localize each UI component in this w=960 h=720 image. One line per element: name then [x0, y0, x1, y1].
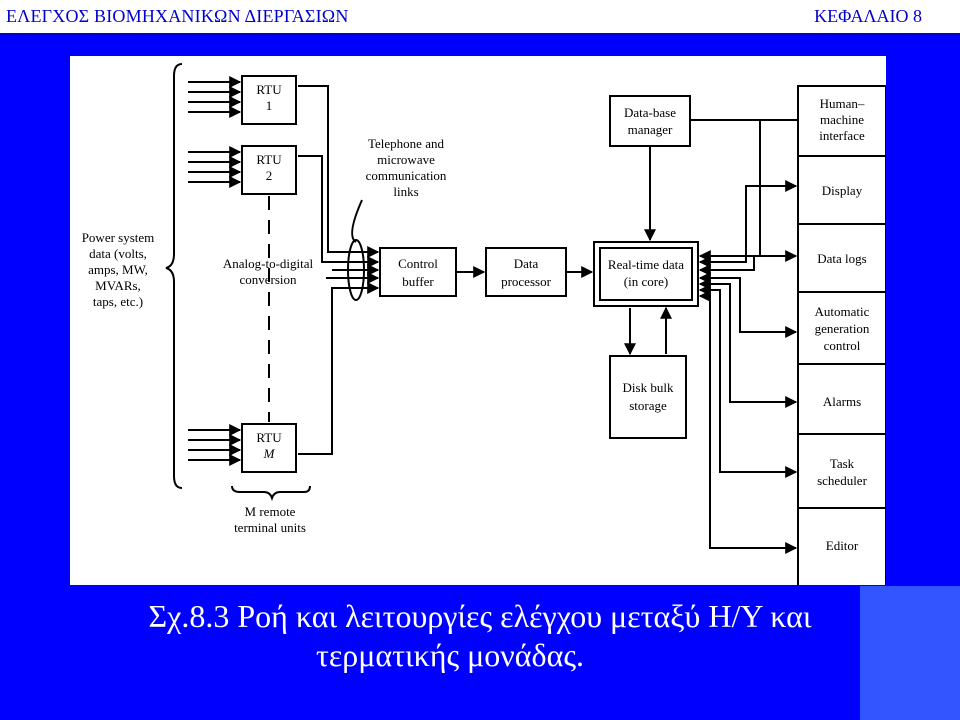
analog-line2: conversion [239, 272, 297, 287]
output-agc-line2: generation [815, 321, 870, 336]
disk-line1: Disk bulk [623, 380, 674, 395]
power-system-line3: amps, MW, [88, 262, 148, 277]
telephone-line3: communication [366, 168, 447, 183]
caption-line2: τερματικής μονάδας. [315, 637, 585, 673]
dbmanager-line1: Data-base [624, 105, 676, 120]
output-hmi-line2: machine [820, 112, 864, 127]
output-task-line2: scheduler [817, 473, 867, 488]
realtime-line2: (in core) [624, 274, 668, 289]
telephone-line4: links [393, 184, 418, 199]
remote-line2: terminal units [234, 520, 306, 535]
output-agc-line3: control [824, 338, 861, 353]
rtum-label: RTU [256, 430, 282, 445]
caption-line1: Σχ.8.3 Ροή και λειτουργίες ελέγχου μεταξ… [148, 598, 812, 634]
output-data-logs: Data logs [817, 251, 866, 266]
power-system-line1: Power system [82, 230, 155, 245]
rtu2-label: RTU [256, 152, 282, 167]
power-system-line2: data (volts, [89, 246, 147, 261]
scada-diagram: RTU 1 RTU 2 RTU M Power system data (vol… [70, 56, 886, 585]
output-hmi-line3: interface [819, 128, 865, 143]
rtum-number: M [263, 446, 276, 461]
analog-line1: Analog-to-digital [223, 256, 314, 271]
power-system-line4: MVARs, [95, 278, 141, 293]
output-hmi-line1: Human– [820, 96, 865, 111]
output-task-line1: Task [830, 456, 855, 471]
output-agc-line1: Automatic [815, 304, 870, 319]
control-buffer-line1: Control [398, 256, 438, 271]
power-system-line5: taps, etc.) [93, 294, 143, 309]
output-display: Display [822, 183, 863, 198]
remote-line1: M remote [245, 504, 296, 519]
output-editor: Editor [826, 538, 859, 553]
rtu2-number: 2 [266, 168, 273, 183]
rtu1-number: 1 [266, 98, 273, 113]
header-bar: ΕΛΕΓΧΟΣ ΒΙΟΜΗΧΑΝΙΚΩΝ ΔΙΕΡΓΑΣΙΩΝ ΚΕΦΑΛΑΙΟ… [0, 0, 960, 34]
control-buffer-line2: buffer [402, 274, 434, 289]
dbmanager-line2: manager [628, 122, 673, 137]
rtu1-label: RTU [256, 82, 282, 97]
chapter-title: ΚΕΦΑΛΑΙΟ 8 [814, 6, 922, 26]
data-processor-line1: Data [514, 256, 539, 271]
disk-line2: storage [629, 398, 667, 413]
corner-accent [860, 586, 960, 720]
course-title: ΕΛΕΓΧΟΣ ΒΙΟΜΗΧΑΝΙΚΩΝ ΔΙΕΡΓΑΣΙΩΝ [6, 6, 349, 26]
output-alarms: Alarms [823, 394, 861, 409]
telephone-line2: microwave [377, 152, 435, 167]
data-processor-line2: processor [501, 274, 551, 289]
telephone-line1: Telephone and [368, 136, 444, 151]
header-divider [0, 33, 960, 35]
realtime-line1: Real-time data [608, 257, 684, 272]
